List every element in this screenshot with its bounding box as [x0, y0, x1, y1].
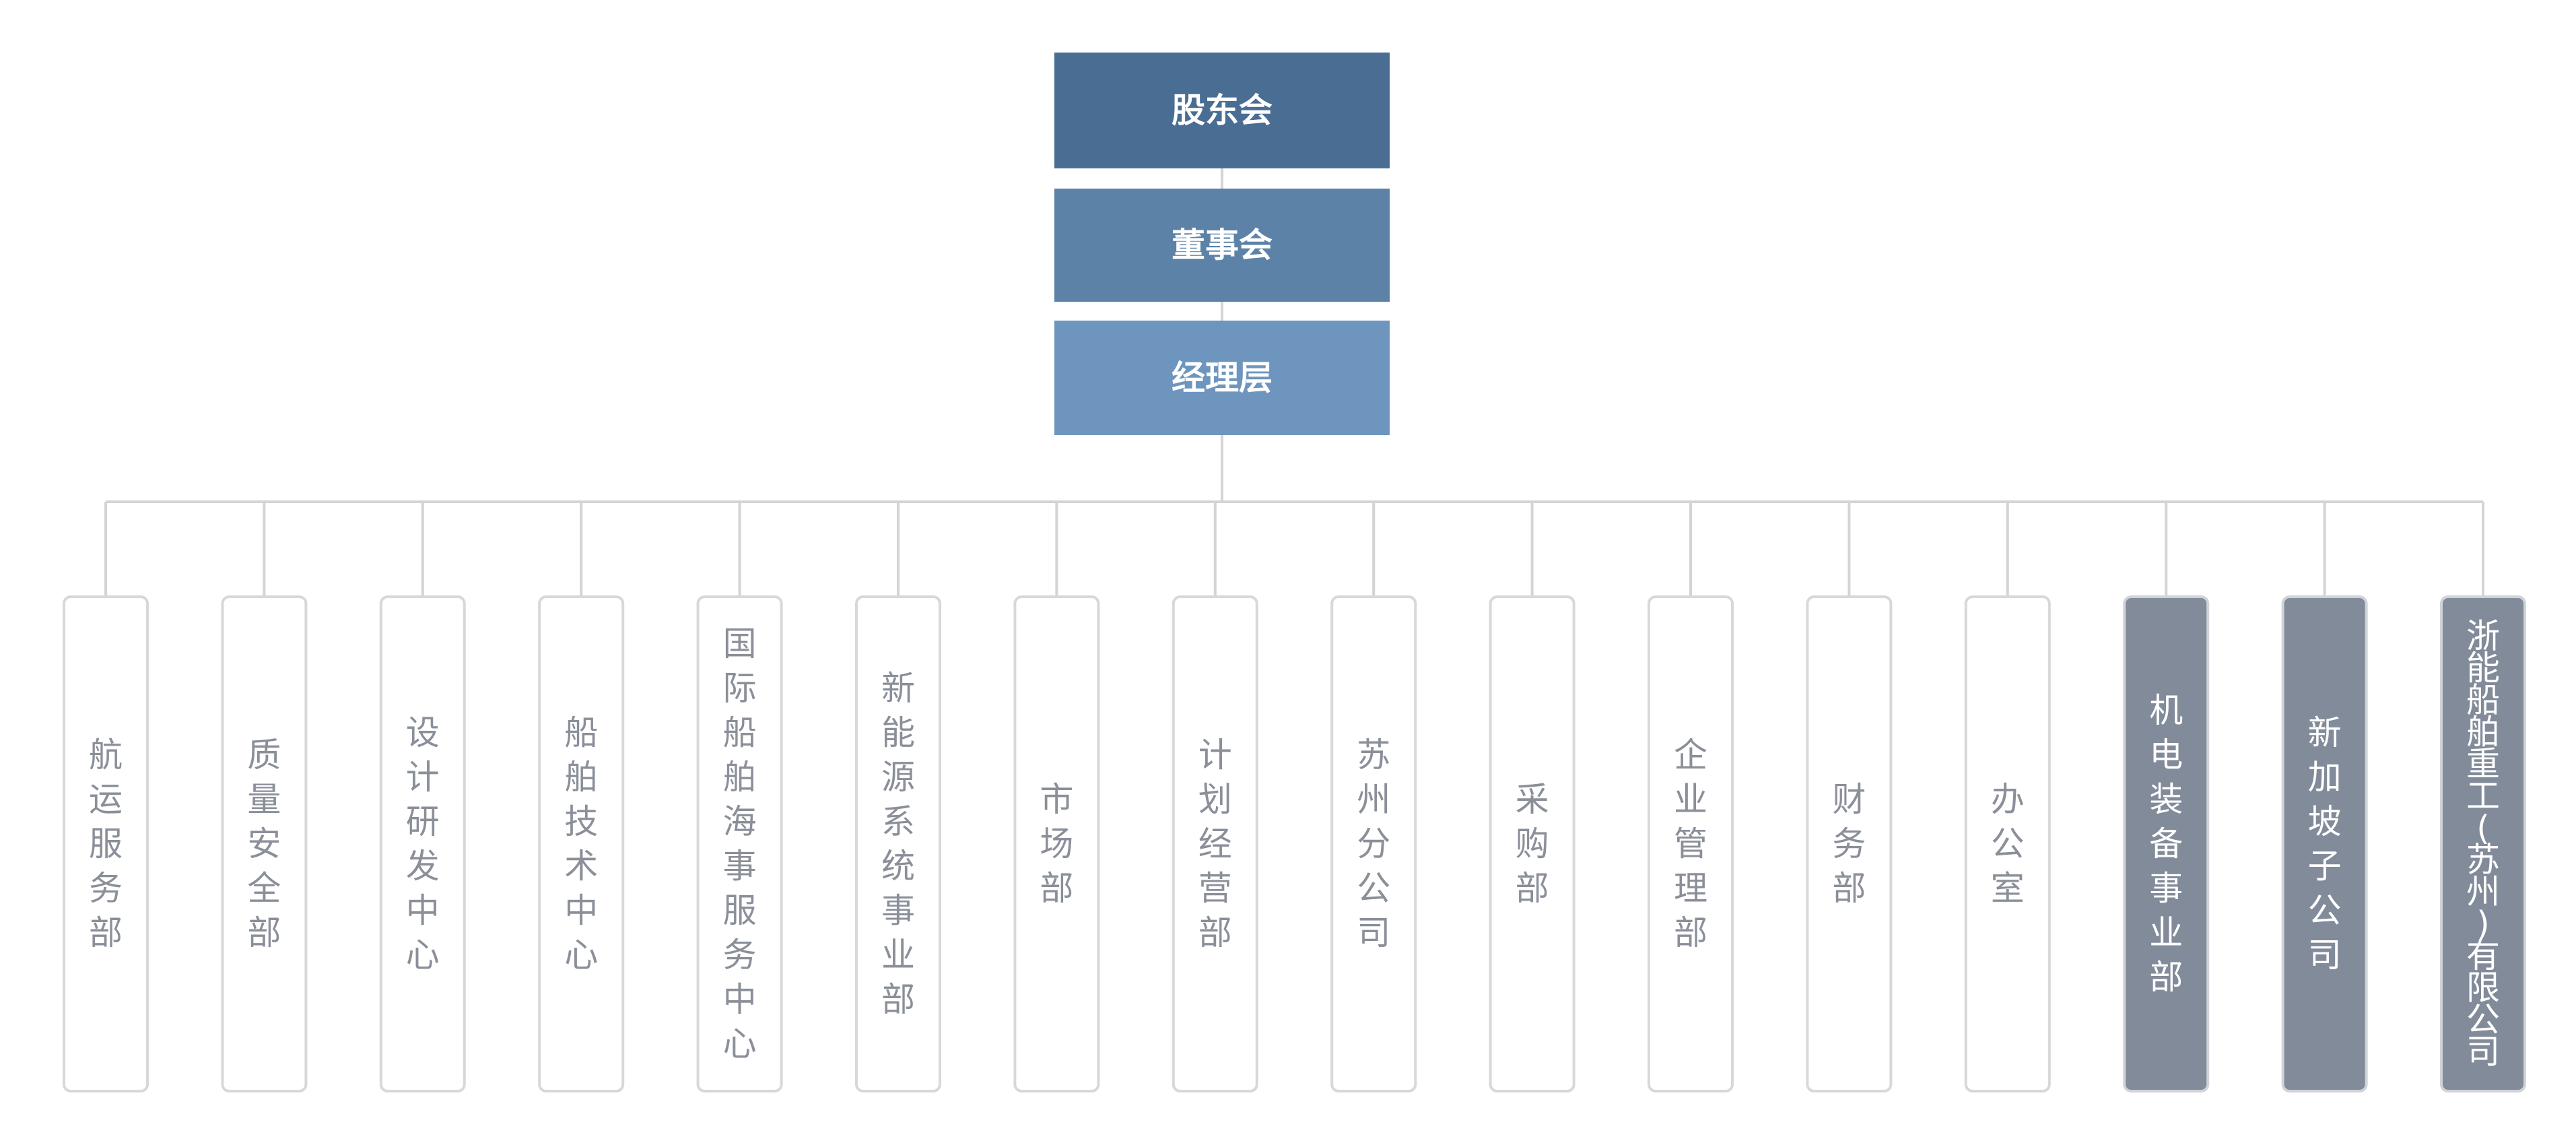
- dept-label-1: 质量安全部: [247, 736, 281, 952]
- dept-box-1-rect: [221, 595, 308, 1092]
- dept-box-4-rect: [696, 595, 783, 1092]
- department-boxes: 航运服务部 质量安全部 设计研发中心 船舶技术中心 国际船舶海事服务中心 新能源系统事业部…: [63, 595, 2526, 1092]
- dept-label-15: 浙能船舶重工(苏州)有限公司: [2466, 617, 2500, 1072]
- dept-label-7: 计划经营部: [1198, 736, 1232, 952]
- dept-box-6-rect: [1013, 595, 1100, 1092]
- board-of-directors-box: 董事会: [1054, 189, 1390, 302]
- management-box-label: 经理层: [1172, 358, 1273, 397]
- dept-box-0-rect: [63, 595, 149, 1092]
- dept-box-6: 市场部: [1013, 595, 1100, 1092]
- dept-box-5: 新能源系统事业部: [855, 595, 941, 1092]
- dept-box-14: 新加坡子公司: [2281, 595, 2368, 1092]
- dept-box-12: 办公室: [1964, 595, 2051, 1092]
- dept-box-2: 设计研发中心: [379, 595, 466, 1092]
- dept-label-8: 苏州分公司: [1357, 736, 1390, 952]
- dept-label-5: 新能源系统事业部: [881, 669, 915, 1019]
- dept-box-10: 企业管理部: [1648, 595, 1734, 1092]
- dept-label-3: 船舶技术中心: [564, 713, 598, 975]
- dept-box-13-rect: [2123, 595, 2210, 1092]
- dept-label-9: 采购部: [1516, 780, 1549, 908]
- management-box-rect: [1054, 321, 1390, 435]
- shareholders-meeting-box: 股东会: [1054, 53, 1390, 168]
- dept-label-2: 设计研发中心: [406, 713, 440, 975]
- dept-box-15: 浙能船舶重工(苏州)有限公司: [2440, 595, 2526, 1092]
- dept-label-4: 国际船舶海事服务中心: [723, 624, 757, 1064]
- dept-label-10: 企业管理部: [1674, 736, 1707, 952]
- shareholders-meeting-box-rect: [1054, 53, 1390, 168]
- dept-box-13: 机电装备事业部: [2123, 595, 2210, 1092]
- dept-box-5-rect: [855, 595, 941, 1092]
- dept-label-13: 机电装备事业部: [2149, 691, 2183, 997]
- dept-box-8: 苏州分公司: [1330, 595, 1417, 1092]
- management-box: 经理层: [1054, 321, 1390, 435]
- board-of-directors-box-label: 董事会: [1172, 226, 1273, 265]
- dept-box-2-rect: [379, 595, 466, 1092]
- dept-box-1: 质量安全部: [221, 595, 308, 1092]
- shareholders-meeting-box-label: 股东会: [1172, 91, 1273, 130]
- dept-box-7-rect: [1172, 595, 1258, 1092]
- dept-box-12-rect: [1964, 595, 2051, 1092]
- dept-box-15-rect: [2440, 595, 2526, 1092]
- dept-label-12: 办公室: [1991, 780, 2025, 908]
- dept-label-14: 新加坡子公司: [2308, 713, 2342, 975]
- dept-box-4: 国际船舶海事服务中心: [696, 595, 783, 1092]
- dept-box-14-rect: [2281, 595, 2368, 1092]
- dept-label-0: 航运服务部: [89, 736, 123, 952]
- dept-box-3-rect: [538, 595, 625, 1092]
- dept-box-9-rect: [1489, 595, 1575, 1092]
- dept-box-3: 船舶技术中心: [538, 595, 625, 1092]
- dept-box-7: 计划经营部: [1172, 595, 1258, 1092]
- dept-box-11-rect: [1806, 595, 1893, 1092]
- dept-box-0: 航运服务部: [63, 595, 149, 1092]
- dept-box-8-rect: [1330, 595, 1417, 1092]
- connector-lines: [104, 168, 2484, 597]
- dept-box-9: 采购部: [1489, 595, 1575, 1092]
- dept-label-6: 市场部: [1040, 780, 1073, 908]
- dept-box-11: 财务部: [1806, 595, 1893, 1092]
- dept-label-11: 财务部: [1832, 780, 1866, 908]
- dept-box-10-rect: [1648, 595, 1734, 1092]
- board-of-directors-box-rect: [1054, 189, 1390, 302]
